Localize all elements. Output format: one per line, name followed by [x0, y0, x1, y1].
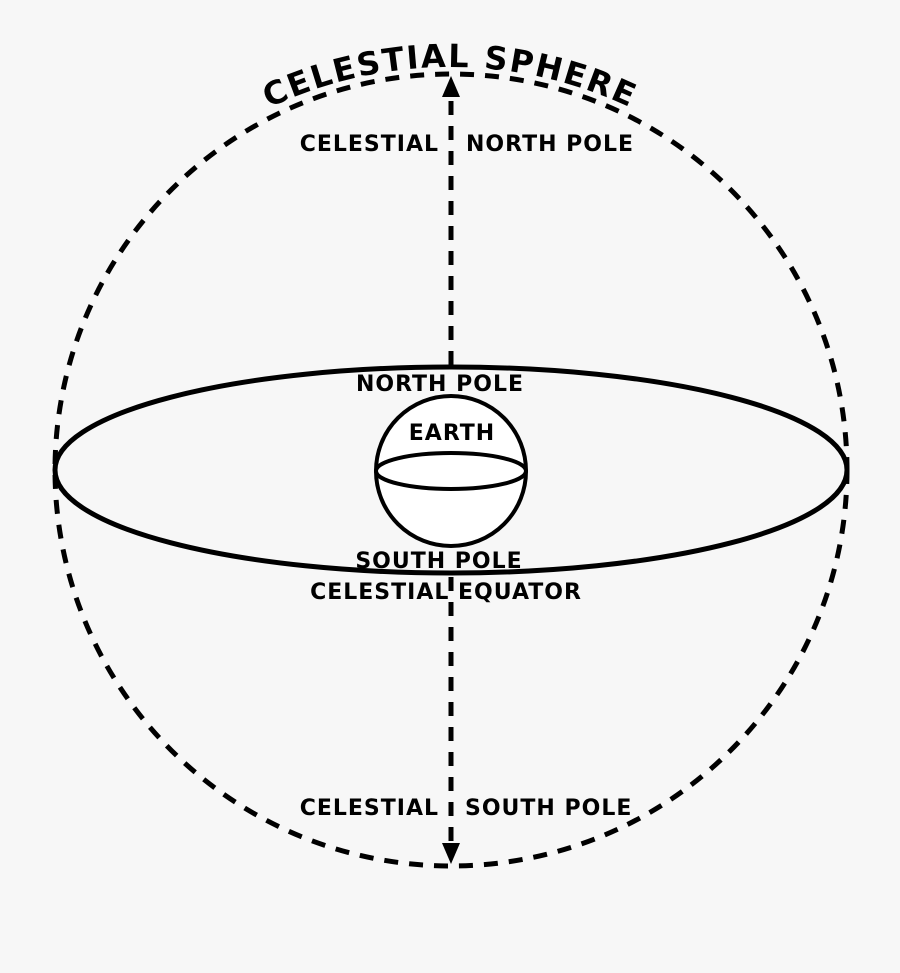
earth-label: EARTH [409, 421, 495, 446]
north-pole-label: NORTH POLE [356, 372, 524, 397]
earth-equator-ellipse [374, 451, 528, 491]
celestial-equator-ellipse [52, 364, 850, 576]
celestial-north-left-label: CELESTIAL [300, 132, 439, 157]
north-arrowhead [442, 76, 460, 97]
celestial-south-right-label: SOUTH POLE [465, 796, 632, 821]
celestial-equator-label: CELESTIAL EQUATOR [310, 580, 582, 605]
celestial-north-right-label: NORTH POLE [466, 132, 634, 157]
earth-globe [374, 394, 528, 548]
south-pole-label: SOUTH POLE [355, 549, 522, 574]
south-arrowhead [442, 843, 460, 864]
celestial-south-left-label: CELESTIAL [300, 796, 439, 821]
